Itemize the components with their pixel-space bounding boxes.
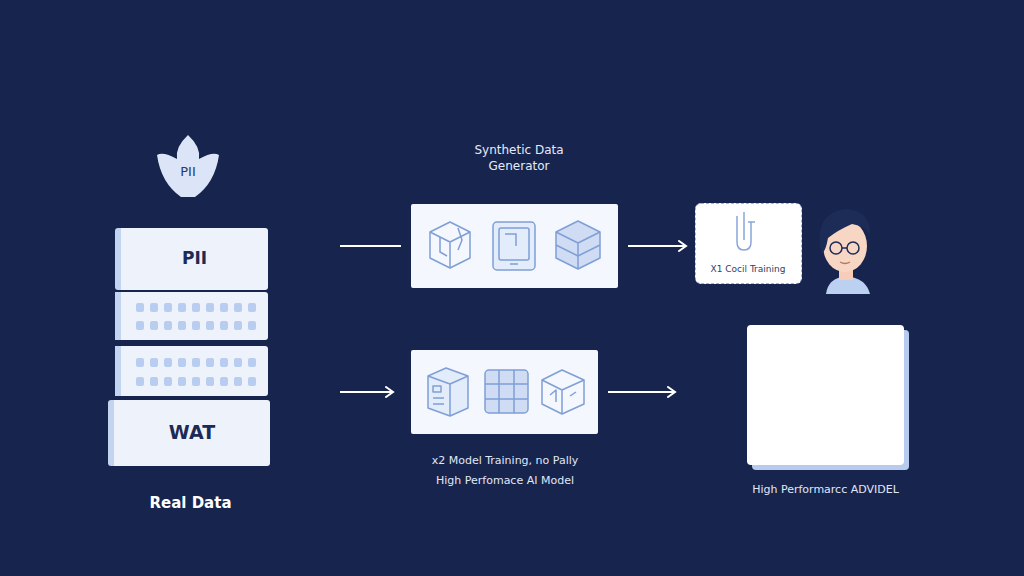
- data-stack: Real DataPIIWAT: [108, 225, 273, 470]
- flow-arrow: [340, 245, 401, 247]
- generator-icons: [430, 221, 600, 270]
- node-text: PII: [121, 247, 268, 270]
- generator-box: Synthetic Data Generator: [411, 204, 618, 288]
- node-text: PII: [155, 163, 221, 181]
- node-text: WAT: [114, 420, 270, 446]
- data-block: PII: [115, 228, 268, 290]
- flow-arrow: [608, 391, 675, 393]
- flow-arrow: [628, 245, 686, 247]
- node-text: Real Data: [98, 493, 283, 513]
- data-block: [115, 292, 268, 396]
- leaf-badge: PII: [155, 133, 221, 201]
- person-illustration: [820, 209, 871, 294]
- dot-grid: [136, 303, 256, 386]
- output-box: High Performarcc ADVIDEL: [747, 325, 904, 465]
- node-text: X1 Cocil Training: [696, 263, 800, 275]
- data-block: WAT: [108, 400, 270, 466]
- node-text: High Performarcc ADVIDEL: [715, 483, 936, 498]
- dashed-box: X1 Cocil Training: [695, 203, 802, 284]
- flow-arrow: [340, 391, 393, 393]
- training-icons: [428, 368, 584, 416]
- training-box: x2 Model Training, no PallyHigh Perfomac…: [411, 350, 598, 434]
- node-text: x2 Model Training, no Pally: [370, 454, 640, 469]
- node-text: Synthetic Data Generator: [459, 142, 579, 174]
- training-icon: [737, 212, 755, 250]
- node-text: High Perfomace AI Model: [370, 474, 640, 489]
